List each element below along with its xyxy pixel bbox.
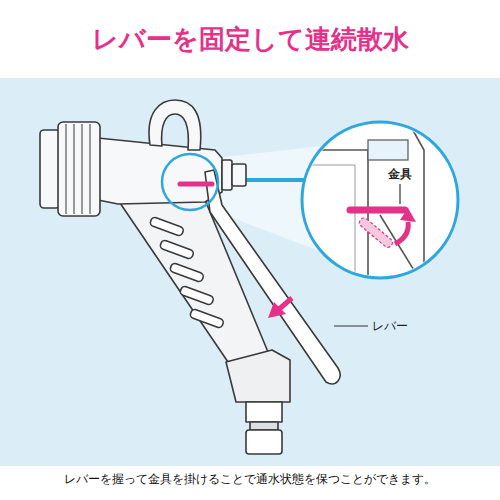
zoom-source-circle <box>162 154 218 210</box>
part-label: 金具 <box>386 166 414 183</box>
zoom-detail <box>304 125 424 285</box>
part-label: レバー <box>372 318 408 335</box>
caption: レバーを握って金具を掛けることで通水状態を保つことができます。 <box>0 472 500 487</box>
spray-gun <box>40 100 340 454</box>
squeeze-arrow <box>268 298 292 318</box>
hook-fitting <box>180 182 212 187</box>
title: レバーを固定して連続散水 <box>0 22 500 57</box>
zoom-circle <box>302 122 458 278</box>
leader-line <box>334 325 368 326</box>
